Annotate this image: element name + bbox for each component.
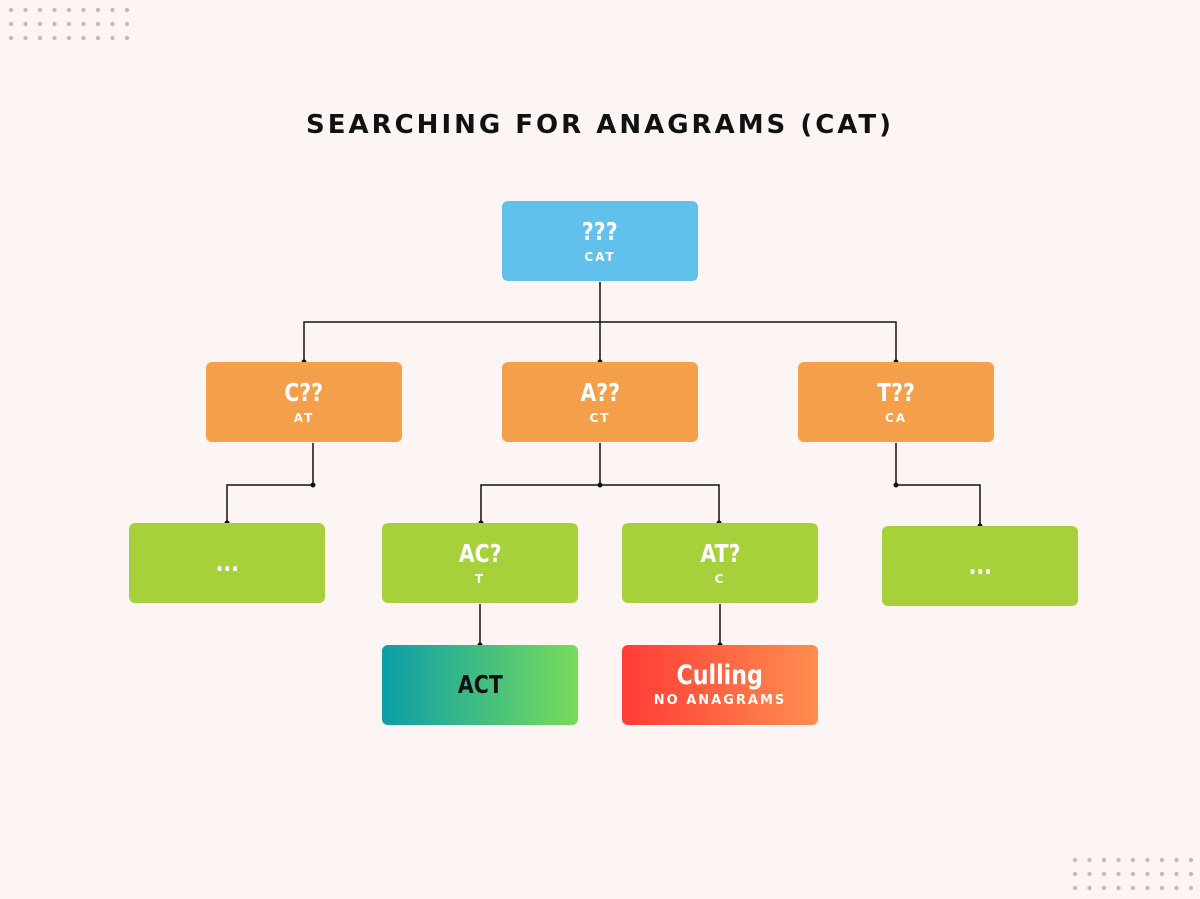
decorative-dot [23,21,28,27]
edge-c-to-dots-left [226,443,314,523]
decorative-dot [1072,857,1078,863]
edge-t-to-dots-right [895,443,981,526]
decorative-dot [1130,885,1136,891]
junction-dot [597,482,603,488]
node-c-letters: AT [293,411,315,425]
edge-a-to-ac [480,443,601,523]
node-result-act: ACT [382,645,578,725]
decorative-dot [1101,857,1107,863]
decorative-dot [8,21,14,27]
node-ac: AC? T [382,523,578,603]
decorative-dot [1188,857,1194,863]
node-ellipsis-left-text: ... [215,548,239,577]
node-a-pattern: A?? [580,378,620,407]
node-culling-title: Culling [676,660,764,691]
decorative-dot [37,35,43,41]
decorative-dot [95,7,101,13]
decorative-dot [1072,885,1078,891]
edge-a-to-at [600,484,720,523]
decorative-dot [124,35,130,41]
node-t-letters: CA [884,411,908,425]
node-culling: Culling NO ANAGRAMS [622,645,818,725]
decorative-dots-top-left [8,7,130,41]
decorative-dot [66,7,72,13]
node-result-act-word: ACT [457,670,503,699]
decorative-dot [1130,857,1136,863]
decorative-dot [23,35,28,41]
decorative-dot [1174,871,1179,877]
decorative-dot [37,7,43,13]
node-at-letters: C [714,572,726,586]
decorative-dot [23,7,28,13]
junction-dot [893,482,899,488]
decorative-dot [1145,871,1150,877]
decorative-dot [110,35,115,41]
node-ac-pattern: AC? [458,539,502,568]
node-a: A?? CT [502,362,698,442]
node-culling-note: NO ANAGRAMS [653,693,787,708]
decorative-dot [66,35,72,41]
node-ellipsis-left: ... [129,523,325,603]
node-c-pattern: C?? [284,378,324,407]
decorative-dot [1072,871,1078,877]
decorative-dot [1116,885,1121,891]
decorative-dot [81,35,86,41]
edge-root-to-c [303,282,601,362]
node-t: T?? CA [798,362,994,442]
decorative-dot [1145,885,1150,891]
node-root: ??? CAT [502,201,698,281]
decorative-dot [124,7,130,13]
decorative-dot [124,21,130,27]
node-root-pattern: ??? [582,217,618,246]
node-t-pattern: T?? [877,378,915,407]
decorative-dot [1188,871,1194,877]
decorative-dot [1101,885,1107,891]
decorative-dot [1087,871,1092,877]
decorative-dot [1145,857,1150,863]
node-at-pattern: AT? [699,539,741,568]
decorative-dot [1087,885,1092,891]
decorative-dot [52,21,57,27]
node-ac-letters: T [474,572,486,586]
decorative-dot [1130,871,1136,877]
node-root-letters: CAT [584,250,616,264]
decorative-dot [8,7,14,13]
edge-root-to-t [600,321,897,362]
decorative-dot [1174,885,1179,891]
node-a-letters: CT [589,411,611,425]
decorative-dot [1174,857,1179,863]
decorative-dot [81,21,86,27]
node-ellipsis-right-text: ... [968,551,992,580]
decorative-dots-bottom-right [1072,857,1194,891]
decorative-dot [8,35,14,41]
node-c: C?? AT [206,362,402,442]
node-at: AT? C [622,523,818,603]
decorative-dot [110,7,115,13]
decorative-dot [1188,885,1194,891]
junction-dot [310,482,316,488]
decorative-dot [81,7,86,13]
decorative-dot [1159,857,1165,863]
decorative-dot [1116,871,1121,877]
decorative-dot [52,7,57,13]
decorative-dot [1101,871,1107,877]
decorative-dot [95,21,101,27]
decorative-dot [66,21,72,27]
diagram-title: SEARCHING FOR ANAGRAMS (CAT) [305,110,895,140]
decorative-dot [1087,857,1092,863]
decorative-dot [1116,857,1121,863]
decorative-dot [1159,871,1165,877]
decorative-dot [52,35,57,41]
decorative-dot [37,21,43,27]
decorative-dot [1159,885,1165,891]
decorative-dot [110,21,115,27]
node-ellipsis-right: ... [882,526,1078,606]
decorative-dot [95,35,101,41]
